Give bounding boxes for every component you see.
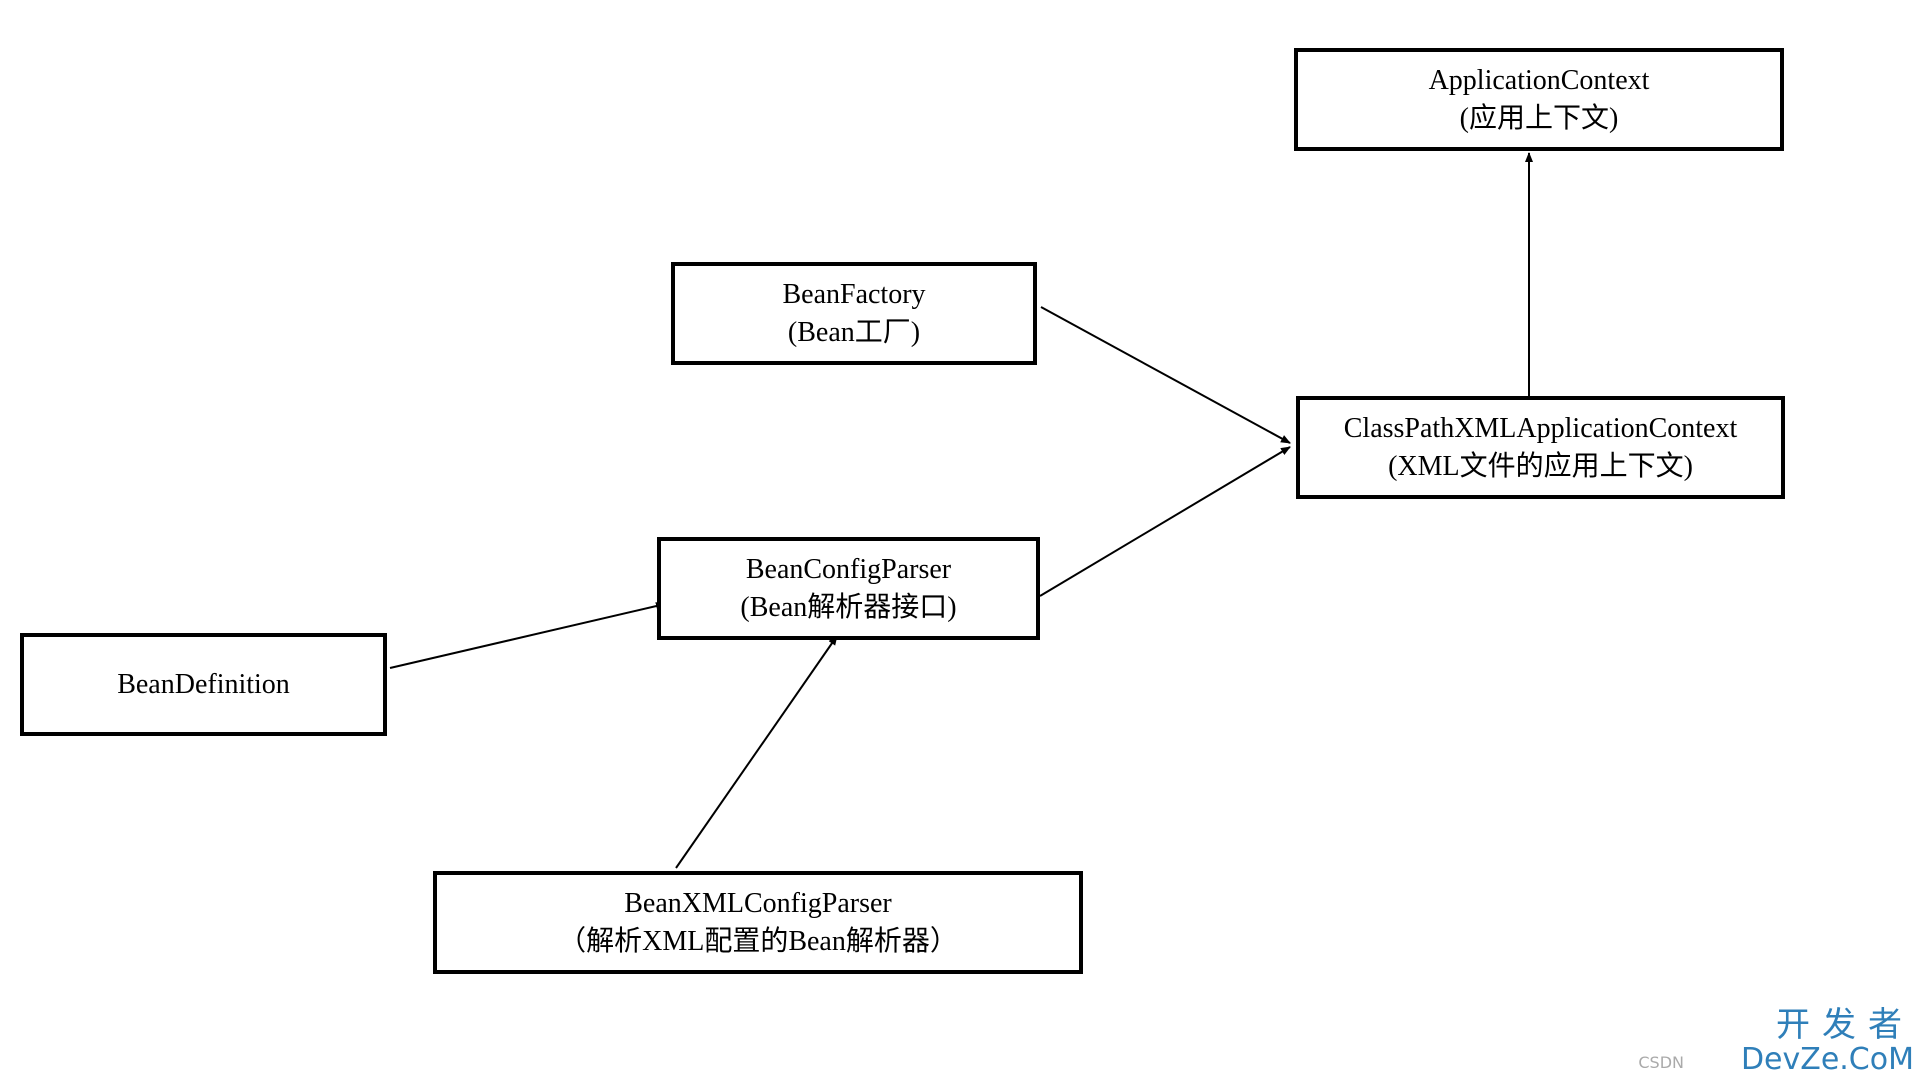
node-subtitle: (Bean工厂) [787,316,921,348]
watermark-brand-top: 开发者 [1776,1005,1914,1045]
edge-bean-definition-to-bean-config-parser [389,602,666,669]
node-title: ApplicationContext [1428,64,1650,96]
node-subtitle: (应用上下文) [1459,102,1619,134]
node-subtitle: (XML文件的应用上下文) [1388,450,1693,482]
edge-bean-xml-config-parser-to-bean-config-parser [675,635,838,869]
node-title: ClassPathXMLApplicationContext [1343,412,1738,444]
node-title: BeanDefinition [117,668,290,700]
node-title: BeanConfigParser [745,553,952,585]
node-classpath-xml-application-context: ClassPathXMLApplicationContext (XML文件的应用… [1296,396,1785,499]
node-application-context: ApplicationContext (应用上下文) [1294,48,1784,151]
edge-bean-factory-to-classpath [1040,306,1291,444]
node-bean-definition: BeanDefinition [20,633,387,736]
node-subtitle: (Bean解析器接口) [740,591,957,623]
edge-bean-config-parser-to-classpath [1039,446,1291,597]
node-title: BeanFactory [782,278,926,310]
node-subtitle: （解析XML配置的Bean解析器） [558,925,958,957]
node-bean-config-parser: BeanConfigParser (Bean解析器接口) [657,537,1040,640]
watermark-csdn: CSDN [1638,1053,1684,1072]
watermark-brand-bottom: DevZe.CoM [1740,1042,1914,1077]
node-bean-factory: BeanFactory (Bean工厂) [671,262,1037,365]
node-title: BeanXMLConfigParser [624,887,892,919]
node-bean-xml-config-parser: BeanXMLConfigParser （解析XML配置的Bean解析器） [433,871,1083,974]
watermark: CSDN 开发者 DevZe.CoM [1638,1005,1914,1077]
